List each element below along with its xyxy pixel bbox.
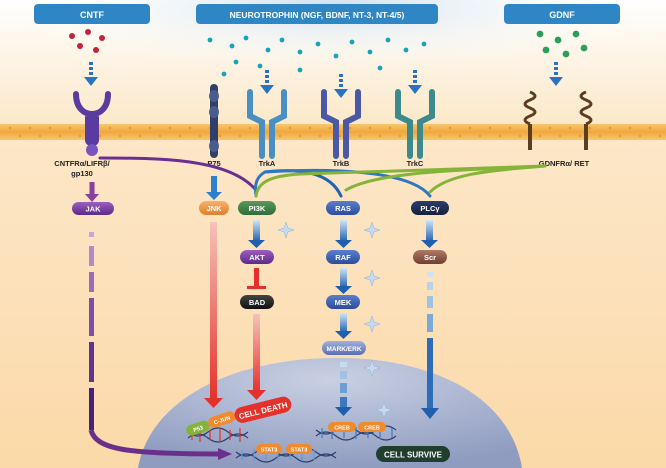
akt-label: AKT [249, 253, 265, 262]
c-jun-badge: C-JUN [208, 411, 236, 428]
trka-label: TrkA [259, 159, 276, 168]
p75-receptor-icon [209, 84, 219, 158]
p53-badge: P53 [186, 420, 210, 436]
gdnf-header-label: GDNF [549, 10, 575, 20]
scr-survive-path [421, 272, 439, 419]
cell-survive-label: CELL SURVIVE [384, 451, 443, 460]
cntf-receptor-icon [73, 91, 111, 156]
neurotrophin-header: NEUROTROPHIN (NGF, BDNF, NT-3, NT-4/5) [196, 4, 438, 24]
trkc-label: TrkC [407, 159, 424, 168]
creb-badge-2: CREB [358, 422, 386, 432]
scr-node: Scr [413, 250, 447, 264]
raf-label: RAF [335, 253, 351, 262]
ligand-arrows [84, 62, 563, 98]
pi3k-label: PI3K [249, 204, 266, 213]
gdnf-receptor-icon [523, 90, 593, 150]
mapk-erk-node: MARK/ERK [322, 341, 366, 355]
trkc-receptor-icon [395, 89, 435, 159]
dna-strand-bottom [235, 447, 337, 463]
neurotrophin-ligands [207, 35, 427, 77]
pi3k-node: PI3K [238, 201, 276, 215]
mek-label: MEK [335, 298, 352, 307]
jak-stat-path [88, 232, 232, 460]
ras-label: RAS [335, 204, 351, 213]
trkb-label: TrkB [333, 159, 350, 168]
jnk-node: JNK [199, 201, 229, 215]
akt-inhibit-bad [254, 268, 259, 288]
gdnf-receptor-label: GDNFRα/ RET [539, 159, 590, 168]
raf-node: RAF [326, 250, 360, 264]
cntf-ligands [69, 29, 105, 53]
connection-arcs [98, 156, 547, 198]
bad-death-path [253, 314, 260, 392]
cntf-header: CNTF [34, 4, 150, 24]
stat3-badge-1: STAT3 [256, 444, 282, 454]
stat3-label-2: STAT3 [291, 448, 308, 454]
c-jun-label: C-JUN [213, 415, 231, 426]
trkb-receptor-icon [321, 89, 361, 159]
jnk-label: JNK [206, 204, 222, 213]
creb-badge-1: CREB [328, 422, 356, 432]
stat3-badge-2: STAT3 [286, 444, 312, 454]
mek-node: MEK [326, 295, 360, 309]
stat3-label-1: STAT3 [261, 448, 278, 454]
akt-node: AKT [240, 250, 274, 264]
bad-node: BAD [240, 295, 274, 309]
gdnf-ligands [536, 30, 588, 58]
jak-label: JAK [85, 205, 101, 214]
creb-label-2: CREB [364, 426, 380, 432]
ras-node: RAS [326, 201, 360, 215]
plcy-label: PLCγ [420, 204, 440, 213]
scr-label: Scr [424, 253, 436, 262]
membrane-dots [8, 126, 662, 138]
jnk-death-path [210, 222, 217, 400]
trka-receptor-icon [247, 89, 287, 159]
cntf-header-label: CNTF [80, 10, 104, 20]
erk-creb-path [335, 362, 352, 416]
p75-label: P75 [207, 159, 220, 168]
neurotrophin-header-label: NEUROTROPHIN (NGF, BDNF, NT-3, NT-4/5) [230, 10, 405, 20]
cell-survive-badge: CELL SURVIVE [376, 446, 450, 462]
p53-label: P53 [193, 425, 204, 434]
bad-label: BAD [249, 298, 266, 307]
activation-sparkles [277, 221, 393, 419]
cntf-receptor-label-line1: CNTFRα/LIFRβ/ [54, 159, 110, 168]
creb-label-1: CREB [334, 426, 350, 432]
gdnf-header: GDNF [504, 4, 620, 24]
cntf-receptor-label-line2: gp130 [71, 169, 93, 178]
mapk-erk-label: MARK/ERK [326, 346, 361, 353]
nucleus [138, 357, 522, 468]
plcy-node: PLCγ [411, 201, 449, 215]
jak-node: JAK [72, 202, 114, 215]
